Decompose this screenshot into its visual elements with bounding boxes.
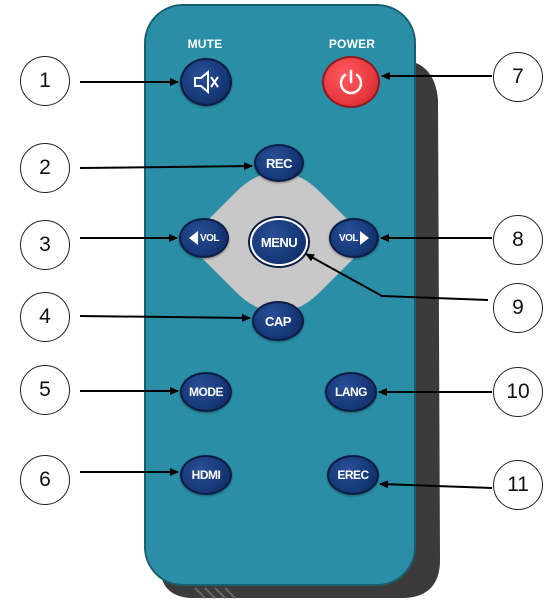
callout-10: 10 xyxy=(493,367,543,417)
mute-button[interactable] xyxy=(180,58,232,106)
callout-8: 8 xyxy=(493,215,543,265)
hdmi-button[interactable]: HDMI xyxy=(180,455,232,495)
power-button[interactable] xyxy=(322,56,380,108)
mute-icon xyxy=(194,69,219,95)
callout-6: 6 xyxy=(20,455,70,505)
callout-1: 1 xyxy=(20,56,70,106)
callout-11: 11 xyxy=(493,460,543,510)
arrow-left-icon xyxy=(188,231,198,245)
callout-5: 5 xyxy=(20,365,70,415)
rec-button[interactable]: REC xyxy=(254,144,304,182)
callout-7: 7 xyxy=(493,52,543,102)
callout-2: 2 xyxy=(20,143,70,193)
arrow-right-icon xyxy=(360,231,370,245)
power-icon xyxy=(339,69,363,95)
vol-down-button[interactable]: VOL xyxy=(179,218,229,258)
grip-lines xyxy=(194,587,236,599)
callout-4: 4 xyxy=(20,292,70,342)
lang-button[interactable]: LANG xyxy=(325,372,377,412)
vol-up-label: VOL xyxy=(338,232,359,244)
callout-9: 9 xyxy=(493,283,543,333)
callout-3: 3 xyxy=(20,220,70,270)
mute-label: MUTE xyxy=(187,37,223,51)
power-label: POWER xyxy=(328,37,376,51)
vol-down-label: VOL xyxy=(199,232,220,244)
mode-button[interactable]: MODE xyxy=(180,372,232,412)
vol-up-button[interactable]: VOL xyxy=(329,218,379,258)
erec-button[interactable]: EREC xyxy=(327,455,379,495)
menu-button[interactable]: MENU xyxy=(250,218,308,266)
cap-button[interactable]: CAP xyxy=(252,301,304,341)
